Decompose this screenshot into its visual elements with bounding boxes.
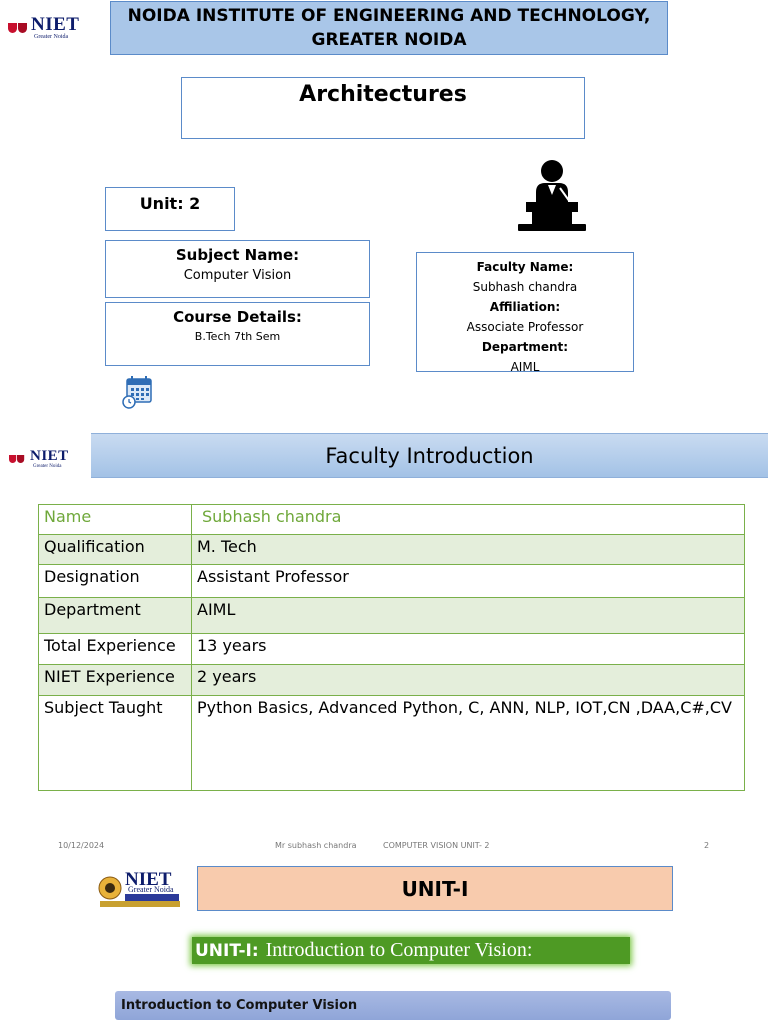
- course-value: B.Tech 7th Sem: [194, 330, 281, 343]
- row-value: Python Basics, Advanced Python, C, ANN, …: [191, 695, 745, 791]
- faculty-table: Name Subhash chandra Qualification M. Te…: [38, 504, 745, 791]
- speaker-podium-icon: [518, 160, 586, 231]
- row-key: Designation: [38, 564, 192, 598]
- row-key: Qualification: [38, 534, 192, 565]
- row-value: AIML: [191, 597, 745, 634]
- faculty-name-label: Faculty Name:: [476, 260, 574, 274]
- table-row: Department AIML: [38, 597, 745, 634]
- table-row: Designation Assistant Professor: [38, 564, 745, 598]
- row-value: M. Tech: [191, 534, 745, 565]
- logo-name: NIET: [30, 448, 69, 464]
- logo-name: NIET: [31, 14, 80, 35]
- calendar-icon: [122, 376, 152, 409]
- unit-heading: UNIT-I: Introduction to Computer Vision:: [192, 937, 630, 964]
- affiliation-label: Affiliation:: [489, 300, 561, 314]
- topic-title: Architectures: [181, 77, 585, 139]
- row-value: 13 years: [191, 633, 745, 665]
- institute-title: NOIDA INSTITUTE OF ENGINEERING AND TECHN…: [110, 1, 668, 55]
- row-value: Assistant Professor: [191, 564, 745, 598]
- table-row: NIET Experience 2 years: [38, 664, 745, 696]
- faculty-intro-title: Faculty Introduction: [91, 433, 768, 478]
- row-key: Subject Taught: [38, 695, 192, 791]
- unit-label: Unit: 2: [105, 187, 235, 231]
- affiliation-value: Associate Professor: [466, 320, 584, 334]
- niet-emblem-icon: [8, 454, 26, 464]
- niet-emblem-icon: [98, 876, 180, 907]
- row-key: Department: [38, 597, 192, 634]
- table-row: Total Experience 13 years: [38, 633, 745, 665]
- footer-author: Mr subhash chandra: [275, 841, 357, 850]
- footer-page: 2: [704, 841, 710, 850]
- table-row: Subject Taught Python Basics, Advanced P…: [38, 695, 745, 791]
- niet-emblem-icon: [7, 22, 29, 34]
- unit-heading-title: Introduction to Computer Vision:: [265, 939, 533, 961]
- niet-logo-small: NIET Greater Noida: [6, 449, 69, 469]
- footer-course: COMPUTER VISION UNIT- 2: [383, 841, 490, 850]
- table-row: Qualification M. Tech: [38, 534, 745, 565]
- row-key: Total Experience: [38, 633, 192, 665]
- course-box: Course Details: B.Tech 7th Sem: [105, 302, 370, 366]
- logo-name: NIET: [125, 869, 172, 890]
- course-label: Course Details:: [173, 308, 302, 326]
- unit-heading-label: UNIT-I:: [195, 940, 259, 961]
- row-value: Subhash chandra: [191, 504, 745, 535]
- subject-value: Computer Vision: [183, 268, 292, 283]
- department-label: Department:: [481, 340, 569, 354]
- row-key: NIET Experience: [38, 664, 192, 696]
- logo-tagline: Greater Noida: [34, 34, 69, 40]
- unit-banner: UNIT-I: [197, 866, 673, 911]
- niet-logo: NIET Greater Noida: [7, 15, 79, 40]
- topic-bar: Introduction to Computer Vision: [115, 991, 671, 1020]
- row-value: 2 years: [191, 664, 745, 696]
- faculty-name-value: Subhash chandra: [472, 280, 578, 294]
- subject-box: Subject Name: Computer Vision: [105, 240, 370, 298]
- subject-label: Subject Name:: [175, 246, 300, 264]
- niet-logo-color: NIET Greater Noida: [95, 870, 185, 912]
- table-row: Name Subhash chandra: [38, 504, 745, 535]
- row-key: Name: [38, 504, 192, 535]
- faculty-box: Faculty Name: Subhash chandra Affiliatio…: [416, 252, 634, 374]
- logo-tagline: Greater Noida: [128, 885, 174, 894]
- department-value: AIML: [510, 360, 540, 374]
- footer-date: 10/12/2024: [58, 841, 105, 850]
- logo-tagline: Greater Noida: [33, 464, 62, 469]
